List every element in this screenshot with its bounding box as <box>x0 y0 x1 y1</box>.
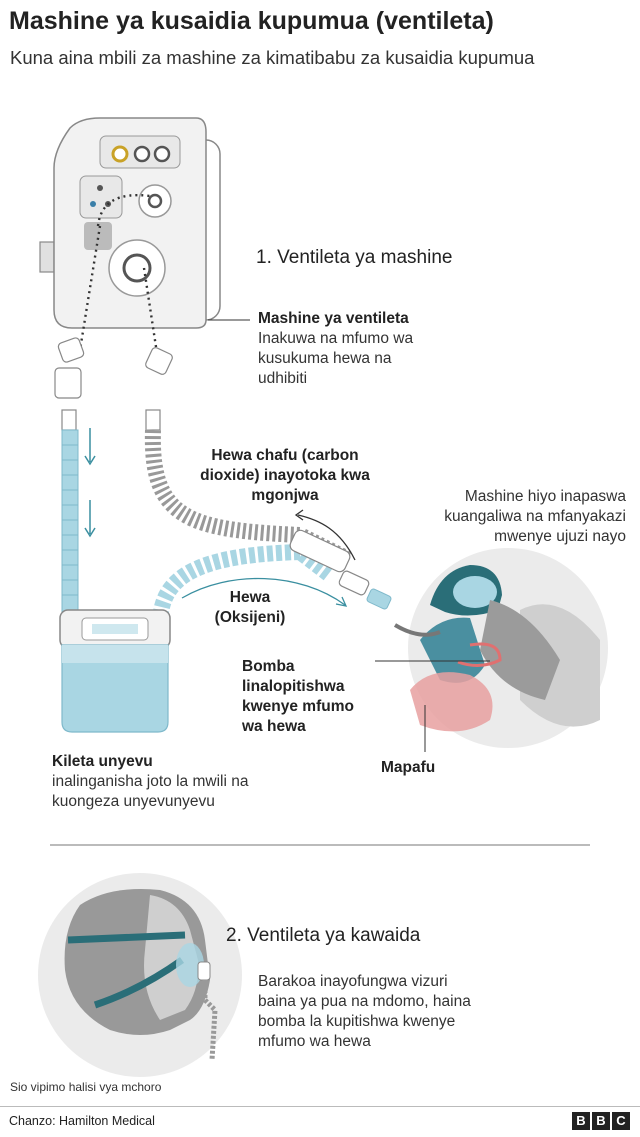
oxygen-label-line: (Oksijeni) <box>214 609 286 626</box>
mask-description: Barakoa inayofungwa vizuri baina ya pua … <box>258 972 471 1052</box>
page-title: Mashine ya kusaidia kupumua (ventileta) <box>9 7 494 35</box>
exhaled-air-line: mgonjwa <box>251 487 319 504</box>
tube-label-line: Bomba <box>242 658 295 675</box>
machine-label: Mashine ya ventileta Inakuwa na mfumo wa… <box>258 309 413 389</box>
exhaled-air-line: dioxide) inayotoka kwa <box>200 467 370 484</box>
machine-label-title: Mashine ya ventileta <box>258 310 409 327</box>
machine-label-line: udhibiti <box>258 370 308 387</box>
oxygen-label: Hewa (Oksijeni) <box>195 588 305 628</box>
machine-label-line: kusukuma hewa na <box>258 350 392 367</box>
bbc-logo-letter: B <box>572 1112 590 1130</box>
tube-label-line: wa hewa <box>242 718 306 735</box>
humidifier-icon <box>59 609 171 733</box>
footer-divider <box>0 1106 640 1107</box>
oxygen-label-line: Hewa <box>229 589 271 606</box>
section2-heading: 2. Ventileta ya kawaida <box>226 925 421 946</box>
mask-description-line: bomba la kupitishwa kwenye <box>258 1013 456 1030</box>
tube-label-line: linalopitishwa <box>242 678 345 695</box>
y-connector-icon <box>289 529 392 610</box>
mask-description-line: Barakoa inayofungwa vizuri <box>258 973 448 990</box>
bbc-logo-letter: B <box>592 1112 610 1130</box>
humidifier-label-title: Kileta unyevu <box>52 753 153 770</box>
operator-note-line: Mashine hiyo inapaswa <box>464 488 626 505</box>
mask-description-line: mfumo wa hewa <box>258 1033 371 1050</box>
ventilator-machine-icon <box>39 117 221 361</box>
operator-note: Mashine hiyo inapaswa kuangaliwa na mfan… <box>400 487 626 547</box>
humidifier-label-line: inalinganisha joto la mwili na <box>52 773 249 790</box>
humidifier-label: Kileta unyevu inalinganisha joto la mwil… <box>52 752 248 812</box>
page-subtitle: Kuna aina mbili za mashine za kimatibabu… <box>10 47 535 68</box>
tube-label-line: kwenye mfumo <box>242 698 354 715</box>
bbc-logo: B B C <box>572 1112 630 1130</box>
lungs-label: Mapafu <box>381 759 436 776</box>
machine-label-line: Inakuwa na mfumo wa <box>258 330 414 347</box>
section1-heading: 1. Ventileta ya mashine <box>256 247 453 268</box>
humidifier-label-line: kuongeza unyevunyevu <box>52 793 215 810</box>
exhaled-air-label: Hewa chafu (carbon dioxide) inayotoka kw… <box>175 446 395 506</box>
scale-note: Sio vipimo halisi vya mchoro <box>10 1080 162 1094</box>
operator-note-line: kuangaliwa na mfanyakazi <box>444 508 626 525</box>
exhaled-air-line: Hewa chafu (carbon <box>211 447 359 464</box>
patient-icon <box>393 548 608 748</box>
mask-face-icon <box>38 873 242 1077</box>
source-credit: Chanzo: Hamilton Medical <box>9 1114 155 1128</box>
tube-label: Bomba linalopitishwa kwenye mfumo wa hew… <box>242 657 354 737</box>
operator-note-line: mwenye ujuzi nayo <box>494 528 626 545</box>
mask-description-line: baina ya pua na mdomo, haina <box>258 993 471 1010</box>
bbc-logo-letter: C <box>612 1112 630 1130</box>
